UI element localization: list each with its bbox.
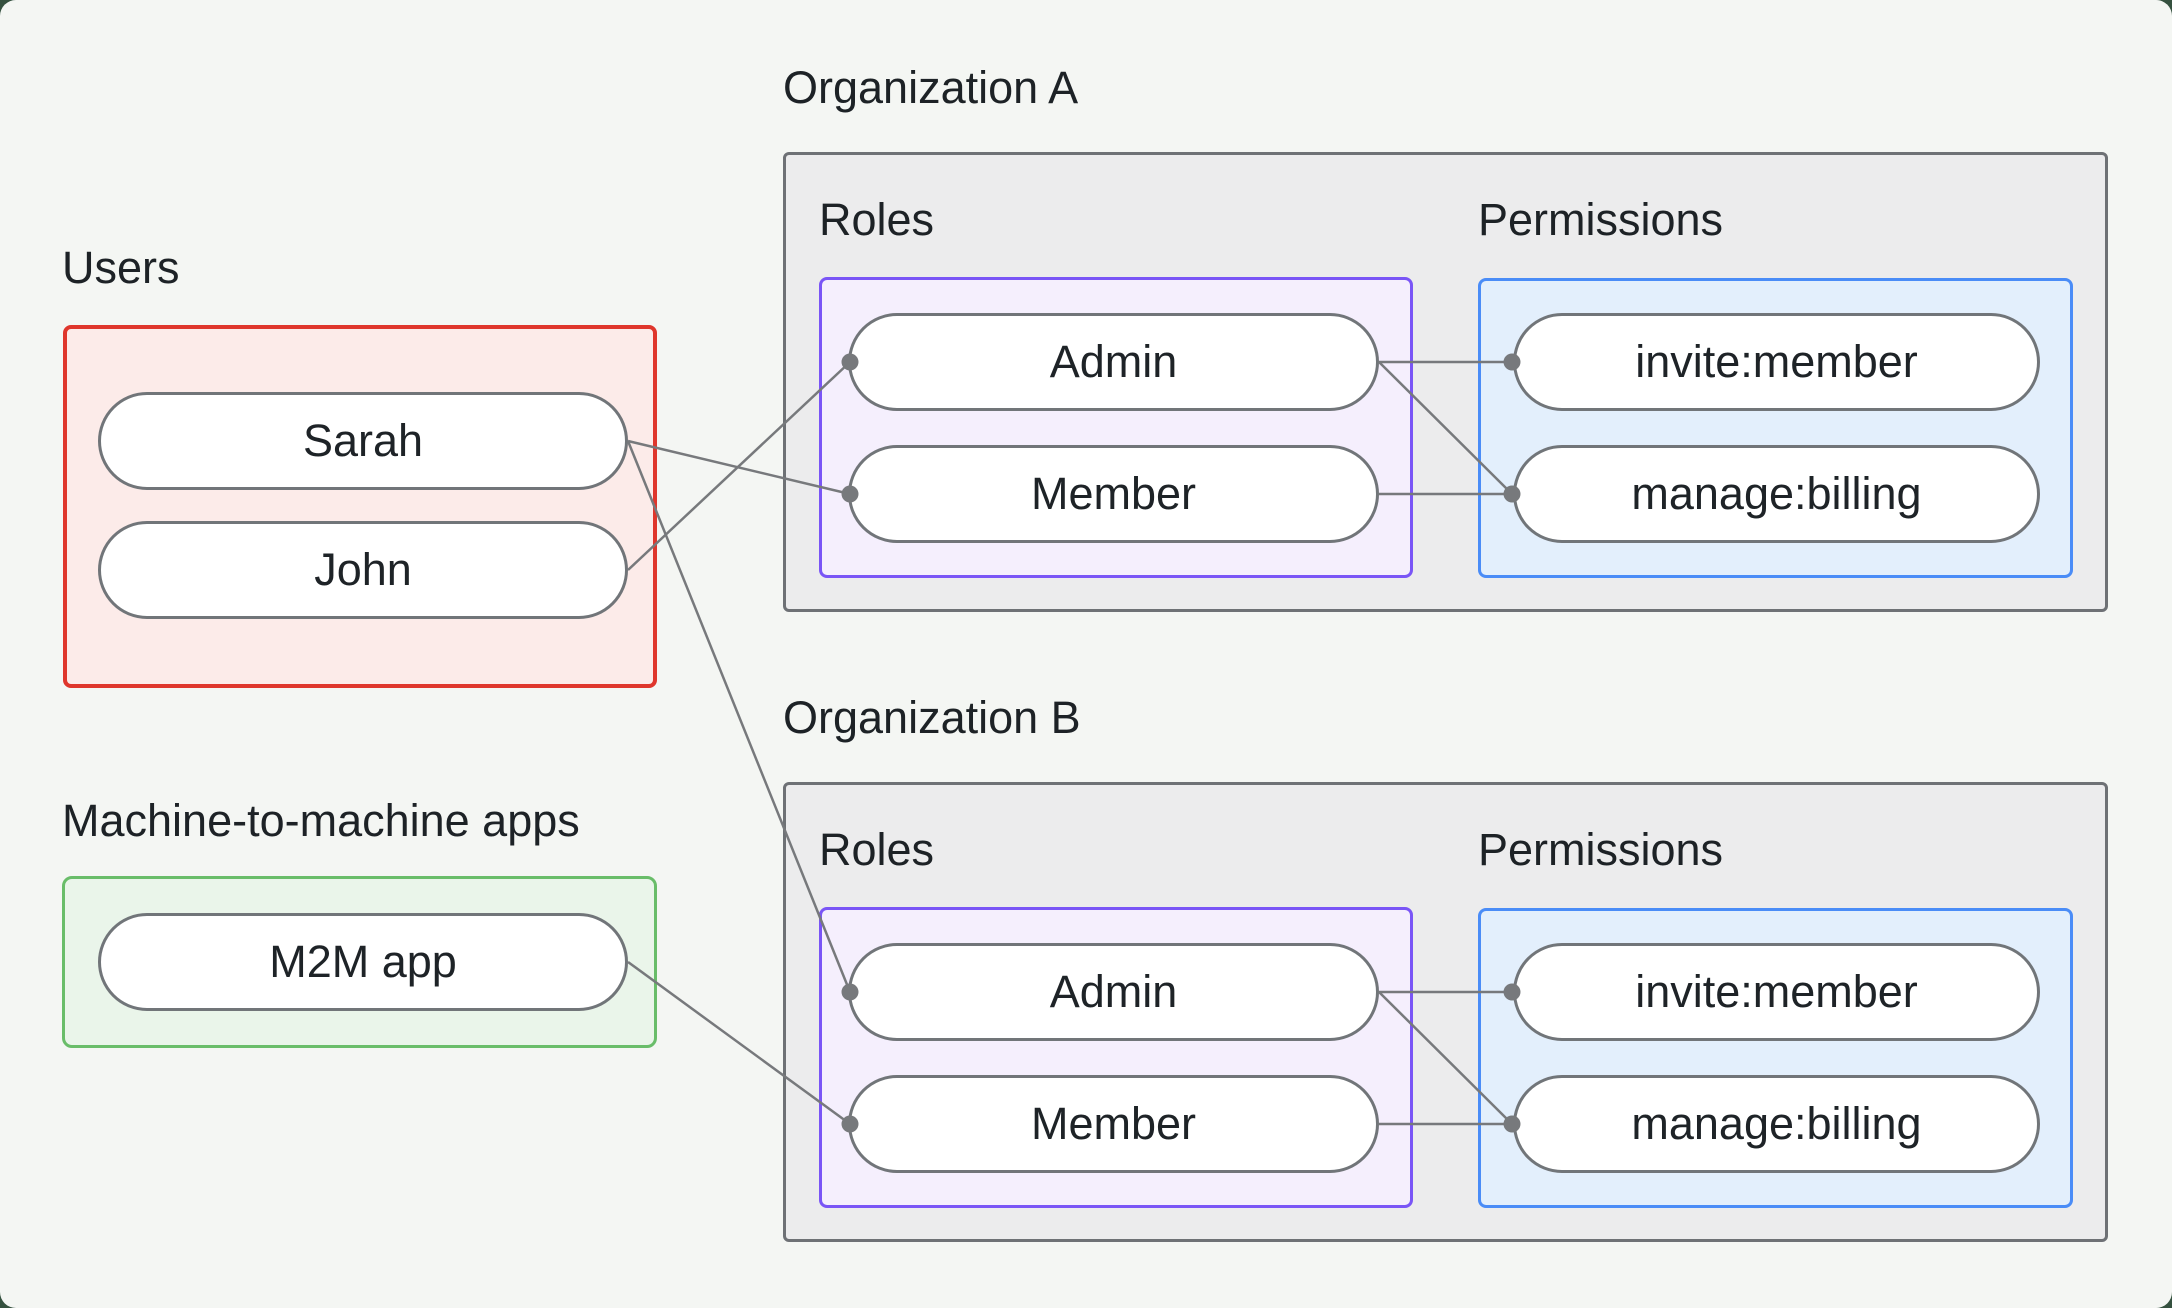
org-b-pill-invite-member: invite:member [1513,943,2040,1041]
users-group-box [63,325,657,688]
org-a-pill-admin: Admin [848,313,1379,411]
org-b-member-label: Member [1030,1098,1197,1149]
m2m-group-label: Machine-to-machine apps [62,795,580,846]
pill-john-label: John [314,544,412,595]
org-b-roles-heading: Roles [819,824,935,875]
org-b-manage-billing-label: manage:billing [1631,1098,1922,1149]
org-a-pill-manage-billing: manage:billing [1513,445,2040,543]
org-b-admin-label: Admin [1049,966,1178,1017]
pill-sarah: Sarah [98,392,628,490]
org-a-pill-invite-member: invite:member [1513,313,2040,411]
org-b-title: Organization B [783,692,1081,743]
org-a-invite-member-label: invite:member [1635,336,1918,387]
users-group-label: Users [62,242,180,293]
org-a-admin-label: Admin [1049,336,1178,387]
org-a-manage-billing-label: manage:billing [1631,468,1922,519]
pill-john: John [98,521,628,619]
org-a-title: Organization A [783,62,1079,113]
org-b-pill-admin: Admin [848,943,1379,1041]
org-b-pill-member: Member [848,1075,1379,1173]
org-b-pill-manage-billing: manage:billing [1513,1075,2040,1173]
org-a-member-label: Member [1030,468,1197,519]
pill-m2m-app: M2M app [98,913,628,1011]
org-b-permissions-heading: Permissions [1478,824,1724,875]
org-b-invite-member-label: invite:member [1635,966,1918,1017]
org-a-pill-member: Member [848,445,1379,543]
org-a-permissions-heading: Permissions [1478,194,1724,245]
pill-sarah-label: Sarah [302,415,424,466]
org-a-roles-heading: Roles [819,194,935,245]
pill-m2m-app-label: M2M app [269,936,457,987]
